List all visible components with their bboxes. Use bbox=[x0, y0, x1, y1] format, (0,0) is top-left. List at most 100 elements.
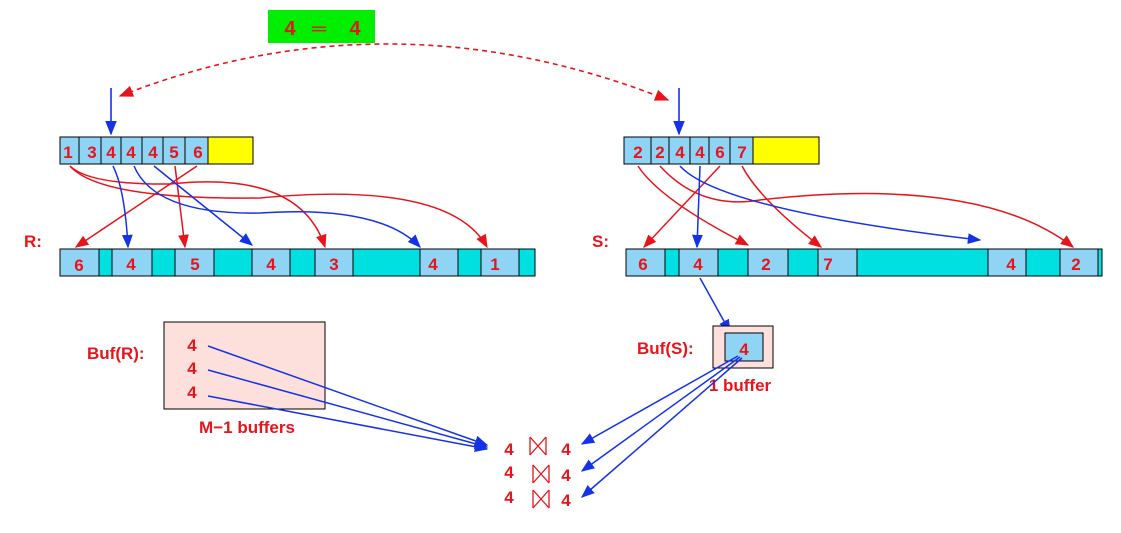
equality-box: 4 ═ 4 bbox=[268, 10, 375, 43]
s-sorted-cell bbox=[623, 136, 652, 165]
join-icon bbox=[529, 436, 547, 456]
s-value: 2 bbox=[761, 255, 770, 274]
buffer-r-value: 4 bbox=[187, 336, 197, 355]
r-mapping-arrows bbox=[69, 165, 488, 249]
equality-box-bg bbox=[268, 10, 375, 43]
r-red-arrow bbox=[69, 165, 327, 249]
s-cell bbox=[1097, 248, 1103, 277]
r-relation: 6 4 5 4 3 4 1 bbox=[59, 248, 536, 277]
s-red-arrow bbox=[741, 165, 823, 248]
buffer-s-label: Buf(S): bbox=[637, 339, 694, 358]
s-sorted-run: 2 2 4 4 6 7 bbox=[623, 136, 820, 165]
buffer-r: Buf(R): 4 4 4 M−1 buffers bbox=[87, 321, 326, 437]
r-cell bbox=[151, 248, 176, 277]
join-left-value: 4 bbox=[504, 440, 514, 459]
s-sorted-value: 4 bbox=[695, 143, 705, 162]
s-sorted-free-space bbox=[752, 136, 820, 165]
buffer-s-join-arrow bbox=[580, 356, 741, 472]
buffer-r-join-arrow bbox=[207, 395, 489, 453]
join-left-value: 4 bbox=[504, 463, 514, 482]
r-value: 4 bbox=[126, 255, 136, 274]
s-cell bbox=[717, 248, 749, 277]
s-value: 2 bbox=[1071, 255, 1080, 274]
r-sorted-value: 4 bbox=[106, 143, 116, 162]
buffer-s-value: 4 bbox=[739, 340, 749, 359]
s-value: 6 bbox=[638, 255, 647, 274]
r-value: 4 bbox=[266, 255, 276, 274]
r-cell bbox=[98, 248, 113, 277]
join-icon bbox=[532, 464, 550, 484]
s-value: 7 bbox=[823, 255, 832, 274]
r-cell bbox=[251, 248, 291, 277]
equality-operator: ═ bbox=[311, 18, 327, 40]
r-cell bbox=[518, 248, 536, 277]
equality-left: 4 bbox=[284, 18, 296, 40]
r-cell bbox=[314, 248, 354, 277]
r-red-arrow bbox=[74, 165, 198, 248]
r-cell bbox=[480, 248, 520, 277]
r-cell bbox=[352, 248, 421, 277]
r-sorted-value: 1 bbox=[63, 143, 72, 162]
s-mapping-arrows bbox=[637, 165, 1075, 249]
join-result-row: 4 4 bbox=[504, 488, 571, 510]
r-cell bbox=[457, 248, 482, 277]
buffer-r-caption: M−1 buffers bbox=[199, 418, 295, 437]
s-red-arrow bbox=[643, 165, 721, 248]
join-result-row: 4 4 bbox=[504, 463, 571, 485]
r-red-arrow bbox=[69, 165, 488, 249]
s-cell bbox=[625, 248, 666, 277]
r-cell bbox=[213, 248, 253, 277]
r-sorted-value: 5 bbox=[169, 143, 178, 162]
s-cell bbox=[987, 248, 1027, 277]
buffer-r-join-arrow bbox=[207, 345, 489, 447]
s-red-arrow bbox=[659, 165, 1075, 248]
join-icon bbox=[532, 489, 550, 509]
s-blue-arrow bbox=[692, 165, 703, 249]
s-value: 4 bbox=[693, 255, 703, 274]
r-blue-arrow bbox=[153, 165, 254, 246]
r-relation-label: R: bbox=[24, 232, 42, 251]
s-cell bbox=[1059, 248, 1099, 277]
join-left-value: 4 bbox=[504, 488, 514, 507]
join-results: 4 4 4 4 4 4 bbox=[504, 436, 571, 510]
join-right-value: 4 bbox=[561, 491, 571, 510]
equality-right: 4 bbox=[349, 18, 361, 40]
r-value: 4 bbox=[428, 255, 438, 274]
buffer-r-label: Buf(R): bbox=[87, 344, 145, 363]
r-value: 5 bbox=[190, 255, 199, 274]
s-cell bbox=[787, 248, 819, 277]
s-sorted-value: 4 bbox=[675, 143, 685, 162]
s-cell bbox=[1025, 248, 1061, 277]
s-sorted-value: 2 bbox=[655, 143, 664, 162]
r-cell bbox=[59, 248, 100, 277]
s-cell bbox=[678, 248, 719, 277]
s-sorted-value: 7 bbox=[737, 143, 746, 162]
r-blue-arrow bbox=[133, 165, 421, 248]
r-sorted-run: 1 3 4 4 4 5 6 bbox=[59, 136, 254, 165]
r-value: 3 bbox=[329, 255, 338, 274]
r-sorted-value: 3 bbox=[87, 143, 96, 162]
join-right-value: 4 bbox=[561, 440, 571, 459]
s-value: 4 bbox=[1006, 255, 1016, 274]
buffer-s-join-arrow bbox=[580, 355, 739, 445]
s-relation-label: S: bbox=[592, 232, 609, 251]
s-cell bbox=[664, 248, 680, 277]
join-arrows bbox=[207, 345, 743, 498]
r-blue-arrow bbox=[112, 165, 133, 249]
s-red-arrow bbox=[637, 165, 750, 246]
s-to-buffer-arrow bbox=[699, 277, 731, 334]
buffer-r-value: 4 bbox=[187, 383, 197, 402]
buffer-s: Buf(S): 4 1 buffer bbox=[637, 325, 774, 395]
r-cell bbox=[111, 248, 153, 277]
r-value: 1 bbox=[490, 255, 499, 274]
r-sorted-free-space bbox=[207, 136, 254, 165]
buffer-s-caption: 1 buffer bbox=[709, 376, 772, 395]
s-sorted-value: 6 bbox=[715, 143, 724, 162]
r-cell bbox=[289, 248, 316, 277]
join-right-value: 4 bbox=[561, 466, 571, 485]
s-relation: 6 4 2 7 4 2 bbox=[625, 248, 1103, 277]
buffer-r-value: 4 bbox=[187, 359, 197, 378]
buffer-r-join-arrow bbox=[207, 369, 489, 449]
dashed-compare-arrow bbox=[118, 43, 670, 101]
